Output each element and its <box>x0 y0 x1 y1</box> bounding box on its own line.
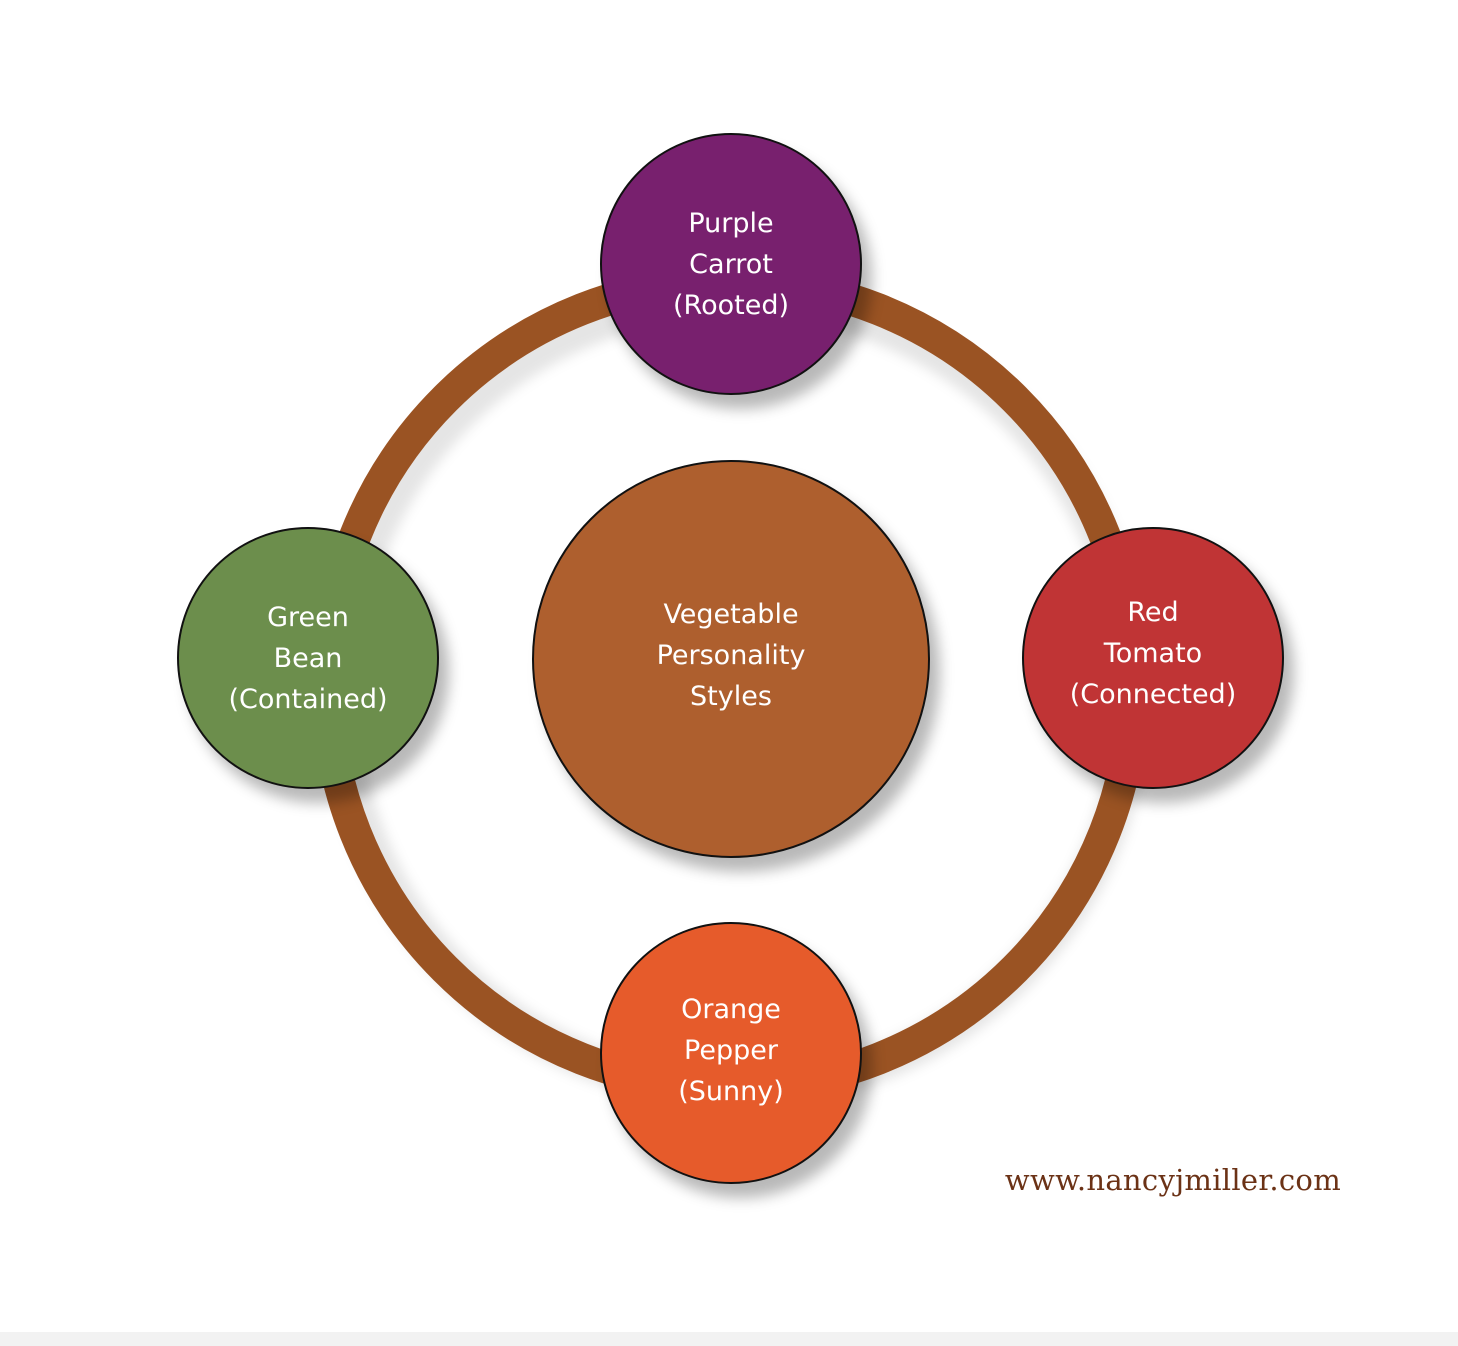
center-label-line3: Styles <box>690 680 772 712</box>
footer-bar <box>0 1332 1458 1346</box>
orange-pepper-line2: Pepper <box>684 1034 778 1066</box>
green-bean-line2: Bean <box>273 642 343 674</box>
orange-pepper-line3: (Sunny) <box>678 1075 784 1107</box>
purple-carrot-line2: Carrot <box>689 248 773 280</box>
purple-carrot-label: Purple Carrot (Rooted) <box>673 203 789 326</box>
center-circle: Vegetable Personality Styles <box>532 460 930 858</box>
green-bean-circle: Green Bean (Contained) <box>177 527 439 789</box>
green-bean-line1: Green <box>267 601 349 633</box>
green-bean-line3: (Contained) <box>228 683 388 715</box>
orange-pepper-circle: Orange Pepper (Sunny) <box>600 922 862 1184</box>
green-bean-label: Green Bean (Contained) <box>228 597 387 720</box>
red-tomato-line1: Red <box>1127 596 1179 628</box>
purple-carrot-circle: Purple Carrot (Rooted) <box>600 133 862 395</box>
center-label: Vegetable Personality Styles <box>657 594 806 717</box>
orange-pepper-line1: Orange <box>681 993 781 1025</box>
center-label-line1: Vegetable <box>663 598 799 630</box>
website-url: www.nancyjmiller.com <box>1004 1163 1341 1197</box>
purple-carrot-line1: Purple <box>688 207 774 239</box>
red-tomato-line3: (Connected) <box>1069 678 1237 710</box>
red-tomato-circle: Red Tomato (Connected) <box>1022 527 1284 789</box>
red-tomato-label: Red Tomato (Connected) <box>1070 592 1236 715</box>
center-label-line2: Personality <box>656 639 806 671</box>
purple-carrot-line3: (Rooted) <box>673 289 789 321</box>
red-tomato-line2: Tomato <box>1103 637 1203 669</box>
orange-pepper-label: Orange Pepper (Sunny) <box>678 989 784 1112</box>
